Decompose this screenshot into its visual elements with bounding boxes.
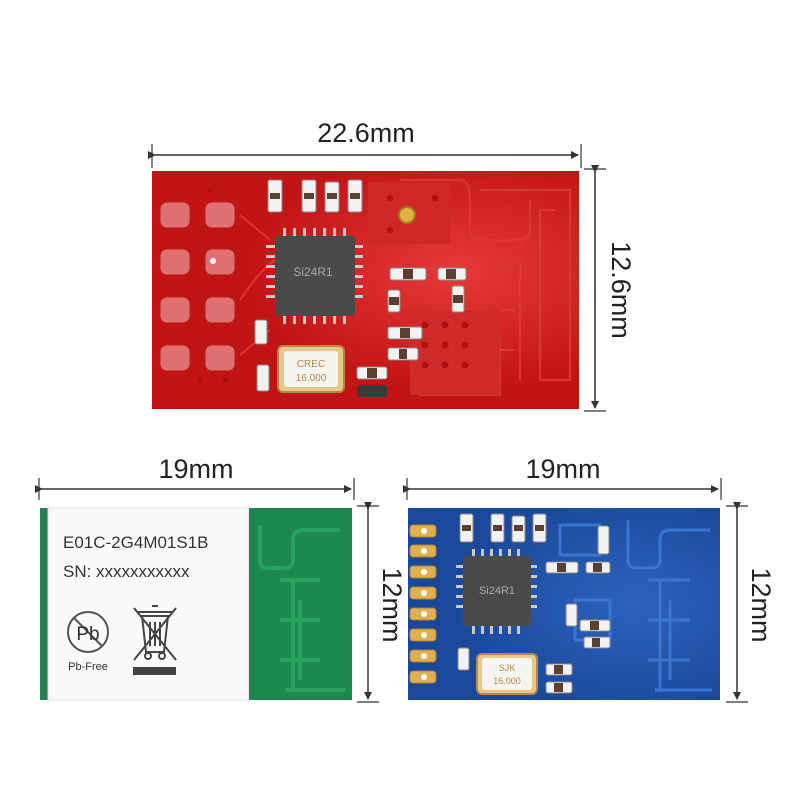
crossed-bin-icon [133, 605, 177, 661]
red-height-label: 12.6mm [606, 241, 636, 339]
white-width-label: 19mm [158, 454, 233, 484]
red-width-label: 22.6mm [317, 118, 415, 148]
red-module: 22.6mm 12.6mm [148, 118, 636, 412]
module-serial-label: SN: xxxxxxxxxxx [63, 562, 190, 581]
pb-symbol: Pb [76, 624, 99, 645]
module-model-label: E01C-2G4M01S1B [63, 533, 209, 552]
blue-crystal-line2: 16.000 [493, 676, 521, 686]
gold-via-icon [398, 206, 416, 224]
blue-crystal-line1: SJK [499, 663, 516, 673]
blue-height-label: 12mm [746, 567, 776, 642]
red-chip-label: Si24R1 [293, 265, 333, 279]
white-height-label: 12mm [377, 567, 407, 642]
red-crystal-line2: 16.000 [296, 373, 327, 384]
pb-free-icon: Pb [67, 611, 109, 653]
blue-crystal: SJK 16.000 [476, 653, 538, 695]
blue-smd-components [457, 513, 611, 694]
pb-free-caption: Pb-Free [68, 661, 108, 673]
red-crystal-line1: CREC [297, 359, 325, 370]
shielded-module: 19mm 12mm E01C-2G4M01S1B SN: xxxxxxxxxxx… [35, 454, 407, 703]
blue-chip: Si24R1 [456, 549, 537, 634]
red-chip: Si24R1 [266, 228, 363, 324]
red-smd-components [254, 179, 467, 397]
blue-chip-label: Si24R1 [479, 585, 515, 597]
blue-module: 19mm 12mm [403, 454, 776, 703]
blue-width-label: 19mm [525, 454, 600, 484]
red-crystal: CREC 16.000 [277, 345, 345, 393]
header-pads [159, 201, 236, 372]
